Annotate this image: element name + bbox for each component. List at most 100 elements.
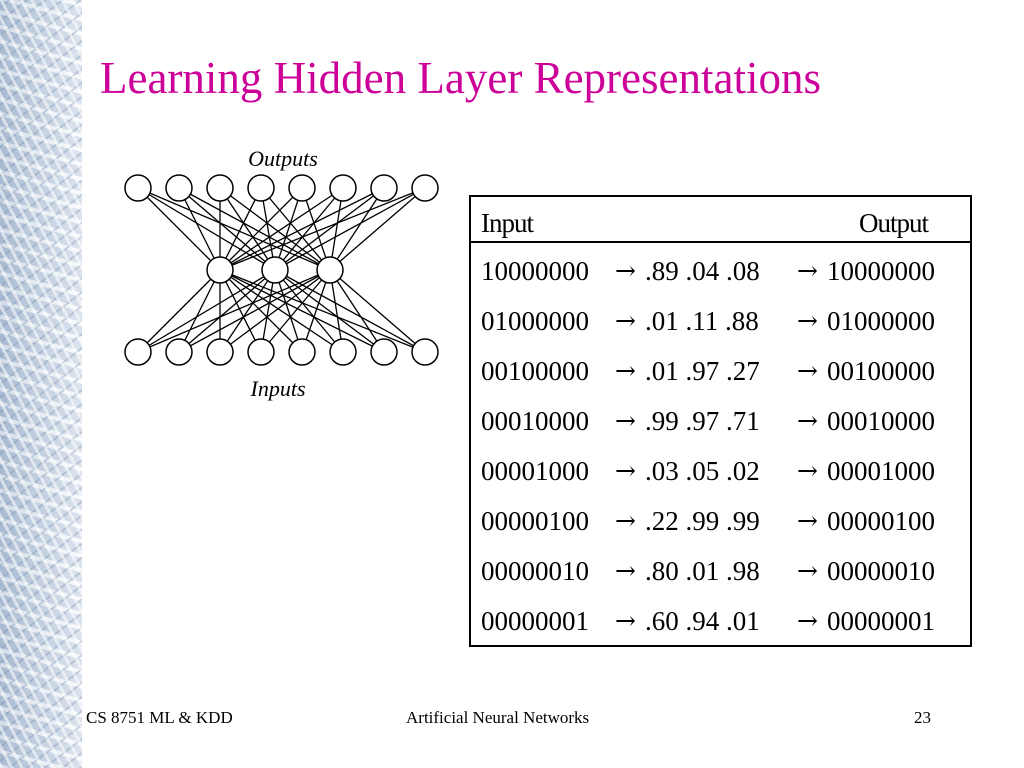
network-edge (329, 187, 344, 271)
input-unit (206, 338, 234, 366)
network-edge (219, 187, 303, 271)
network-edge (178, 269, 331, 353)
network-edge (137, 187, 276, 271)
hidden-unit (206, 256, 234, 284)
input-unit (329, 338, 357, 366)
row-output-value: 00010000 (827, 406, 935, 436)
row-input-value: 00001000 (481, 456, 589, 486)
network-edges (137, 187, 426, 353)
network-edge (329, 269, 344, 353)
network-edge (260, 269, 276, 353)
right-arrow-icon: → (615, 406, 636, 435)
row-hidden-values: .60 .94 .01 (645, 606, 760, 636)
output-unit (165, 174, 193, 202)
row-hidden-values: .01 .97 .27 (645, 356, 760, 386)
input-output-table: Input Output 10000000→.89 .04 .08→100000… (469, 195, 972, 647)
network-edge (274, 187, 426, 271)
network-edge (260, 187, 276, 271)
table-row: 00000001→.60 .94 .01→00000001 (481, 601, 971, 641)
network-edge (137, 269, 276, 353)
output-unit (206, 174, 234, 202)
outputs-label: Outputs (248, 146, 318, 171)
output-unit (370, 174, 398, 202)
right-arrow-icon: → (797, 406, 818, 435)
right-arrow-icon: → (615, 506, 636, 535)
header-input: Input (481, 208, 534, 238)
right-arrow-icon: → (797, 606, 818, 635)
table-row: 00000010→.80 .01 .98→00000010 (481, 551, 971, 591)
network-edge (219, 269, 262, 353)
input-unit (124, 338, 152, 366)
network-edge (301, 187, 331, 271)
network-edge (178, 187, 221, 271)
network-edge (219, 269, 303, 353)
header-output: Output (859, 208, 929, 238)
network-edge (178, 187, 276, 271)
row-output-value: 00000010 (827, 556, 935, 586)
right-arrow-icon: → (615, 306, 636, 335)
output-unit (124, 174, 152, 202)
row-input-value: 00100000 (481, 356, 589, 386)
network-edge (219, 187, 426, 271)
right-arrow-icon: → (615, 356, 636, 385)
network-edge (219, 269, 276, 353)
row-output-value: 00001000 (827, 456, 935, 486)
row-input-value: 01000000 (481, 306, 589, 336)
network-diagram: Outputs Inputs (124, 146, 439, 401)
network-edge (219, 269, 385, 353)
input-unit (247, 338, 275, 366)
right-arrow-icon: → (797, 306, 818, 335)
network-edge (274, 269, 303, 353)
right-arrow-icon: → (615, 256, 636, 285)
network-edge (178, 269, 276, 353)
network-edge (274, 269, 385, 353)
network-edge (274, 269, 344, 353)
output-unit (288, 174, 316, 202)
row-input-value: 00010000 (481, 406, 589, 436)
table-row: 00001000→.03 .05 .02→00001000 (481, 451, 971, 491)
table-row: 00000100→.22 .99 .99→00000100 (481, 501, 971, 541)
row-hidden-values: .22 .99 .99 (645, 506, 760, 536)
network-edge (329, 269, 426, 353)
network-edge (137, 269, 331, 353)
network-edge (219, 269, 344, 353)
network-edge (219, 187, 276, 271)
right-arrow-icon: → (797, 356, 818, 385)
table-row: 10000000→.89 .04 .08→10000000 (481, 251, 971, 291)
input-unit (288, 338, 316, 366)
input-unit (411, 338, 439, 366)
table-row: 01000000→.01 .11 .88→01000000 (481, 301, 971, 341)
network-edge (137, 187, 331, 271)
table-row: 00100000 → .01 .97 .27 → 00100000 (481, 351, 971, 391)
decorative-marble-strip (0, 0, 82, 768)
network-edge (178, 187, 331, 271)
network-edge (329, 269, 385, 353)
network-edge (260, 269, 331, 353)
network-edge (274, 187, 344, 271)
output-unit (247, 174, 275, 202)
row-input-value: 00000001 (481, 606, 589, 636)
slide-title: Learning Hidden Layer Representations (100, 53, 821, 103)
right-arrow-icon: → (615, 556, 636, 585)
input-unit (370, 338, 398, 366)
network-edge (137, 269, 221, 353)
network-edge (219, 187, 262, 271)
network-edge (219, 269, 426, 353)
network-edge (301, 269, 331, 353)
network-edge (329, 187, 426, 271)
network-edge (274, 269, 426, 353)
row-output-value: 01000000 (827, 306, 935, 336)
footer-topic: Artificial Neural Networks (406, 708, 590, 727)
network-edge (260, 187, 331, 271)
network-edge (219, 269, 331, 353)
right-arrow-icon: → (797, 506, 818, 535)
footer-course: CS 8751 ML & KDD (86, 708, 233, 727)
row-input-value: 10000000 (481, 256, 589, 286)
right-arrow-icon: → (797, 556, 818, 585)
network-edge (219, 187, 331, 271)
network-edge (219, 187, 344, 271)
row-output-value: 00100000 (827, 356, 935, 386)
table-header: Input Output (471, 197, 970, 243)
right-arrow-icon: → (797, 456, 818, 485)
